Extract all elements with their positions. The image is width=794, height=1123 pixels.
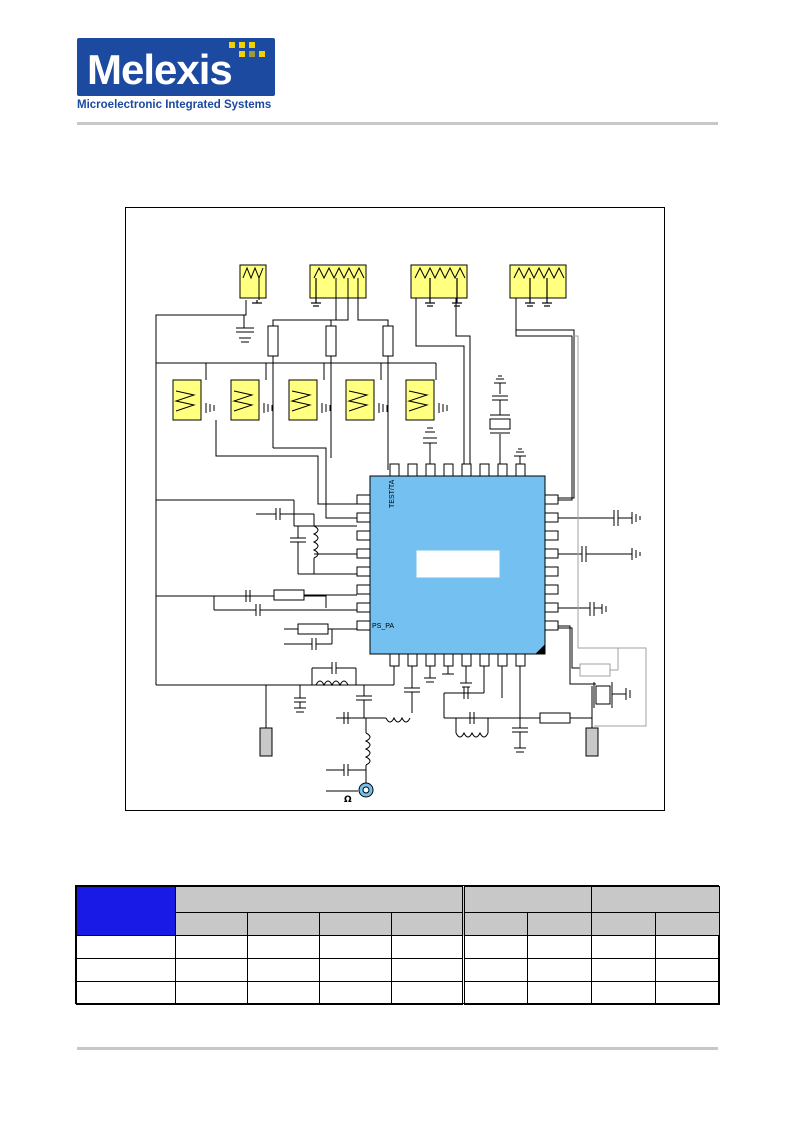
table-cell — [391, 981, 464, 1005]
connector-j2 — [309, 264, 367, 299]
table-corner-cell — [76, 886, 176, 936]
pin-label-ps-pa: PS_PA — [372, 623, 394, 630]
table-cell — [462, 958, 528, 982]
switch-row — [172, 379, 448, 421]
table-cell — [175, 958, 248, 982]
table-cell — [462, 935, 528, 959]
table-cell — [462, 981, 528, 1005]
table-cell — [319, 981, 392, 1005]
table-cell — [591, 958, 656, 982]
header-rule — [77, 122, 718, 125]
logo-tagline: Microelectronic Integrated Systems — [77, 99, 272, 111]
table-subheader — [175, 912, 248, 936]
connector-j4 — [509, 264, 567, 299]
table-cell — [391, 935, 464, 959]
connector-j1 — [239, 264, 267, 300]
table-cell — [591, 981, 656, 1005]
pin-label-test: TEST/TA — [389, 479, 396, 508]
table-cell — [76, 935, 176, 959]
table-cell — [175, 935, 248, 959]
table-subheader — [319, 912, 392, 936]
table-cell — [175, 981, 248, 1005]
table-row — [76, 981, 720, 1005]
table-cell — [655, 981, 720, 1005]
table-cell — [527, 958, 592, 982]
table-cell — [527, 935, 592, 959]
omega-label: Ω — [344, 795, 352, 805]
table-row — [76, 935, 720, 959]
footer-rule — [77, 1047, 718, 1050]
table-cell — [527, 981, 592, 1005]
table-cell — [76, 981, 176, 1005]
table-subheader — [655, 912, 720, 936]
connector-j3 — [410, 264, 468, 299]
table-group-header-1 — [175, 886, 464, 913]
table-group-header-3 — [591, 886, 720, 913]
table-row — [76, 958, 720, 982]
table-subheader — [247, 912, 320, 936]
table-cell — [319, 958, 392, 982]
table-cell — [247, 958, 320, 982]
schematic-figure: TEST/TA PS_PA Ω — [125, 207, 665, 811]
spec-table — [75, 885, 720, 1005]
table-cell — [319, 935, 392, 959]
table-cell — [247, 981, 320, 1005]
table-cell — [247, 935, 320, 959]
schematic-drawing: TEST/TA PS_PA Ω — [155, 264, 647, 805]
logo-dots-icon — [227, 42, 273, 62]
table-cell — [391, 958, 464, 982]
table-cell — [591, 935, 656, 959]
melexis-logo: Melexis Microelectronic Integrated Syste… — [77, 38, 277, 118]
table-subheader — [391, 912, 464, 936]
logo-wordmark: Melexis — [87, 46, 233, 93]
table-cell — [655, 958, 720, 982]
logo-box: Melexis — [77, 38, 275, 96]
table-group-header-2 — [462, 886, 592, 913]
table-cell — [76, 958, 176, 982]
table-cell — [655, 935, 720, 959]
table-subheader — [591, 912, 656, 936]
table-subheader — [527, 912, 592, 936]
table-subheader — [462, 912, 528, 936]
